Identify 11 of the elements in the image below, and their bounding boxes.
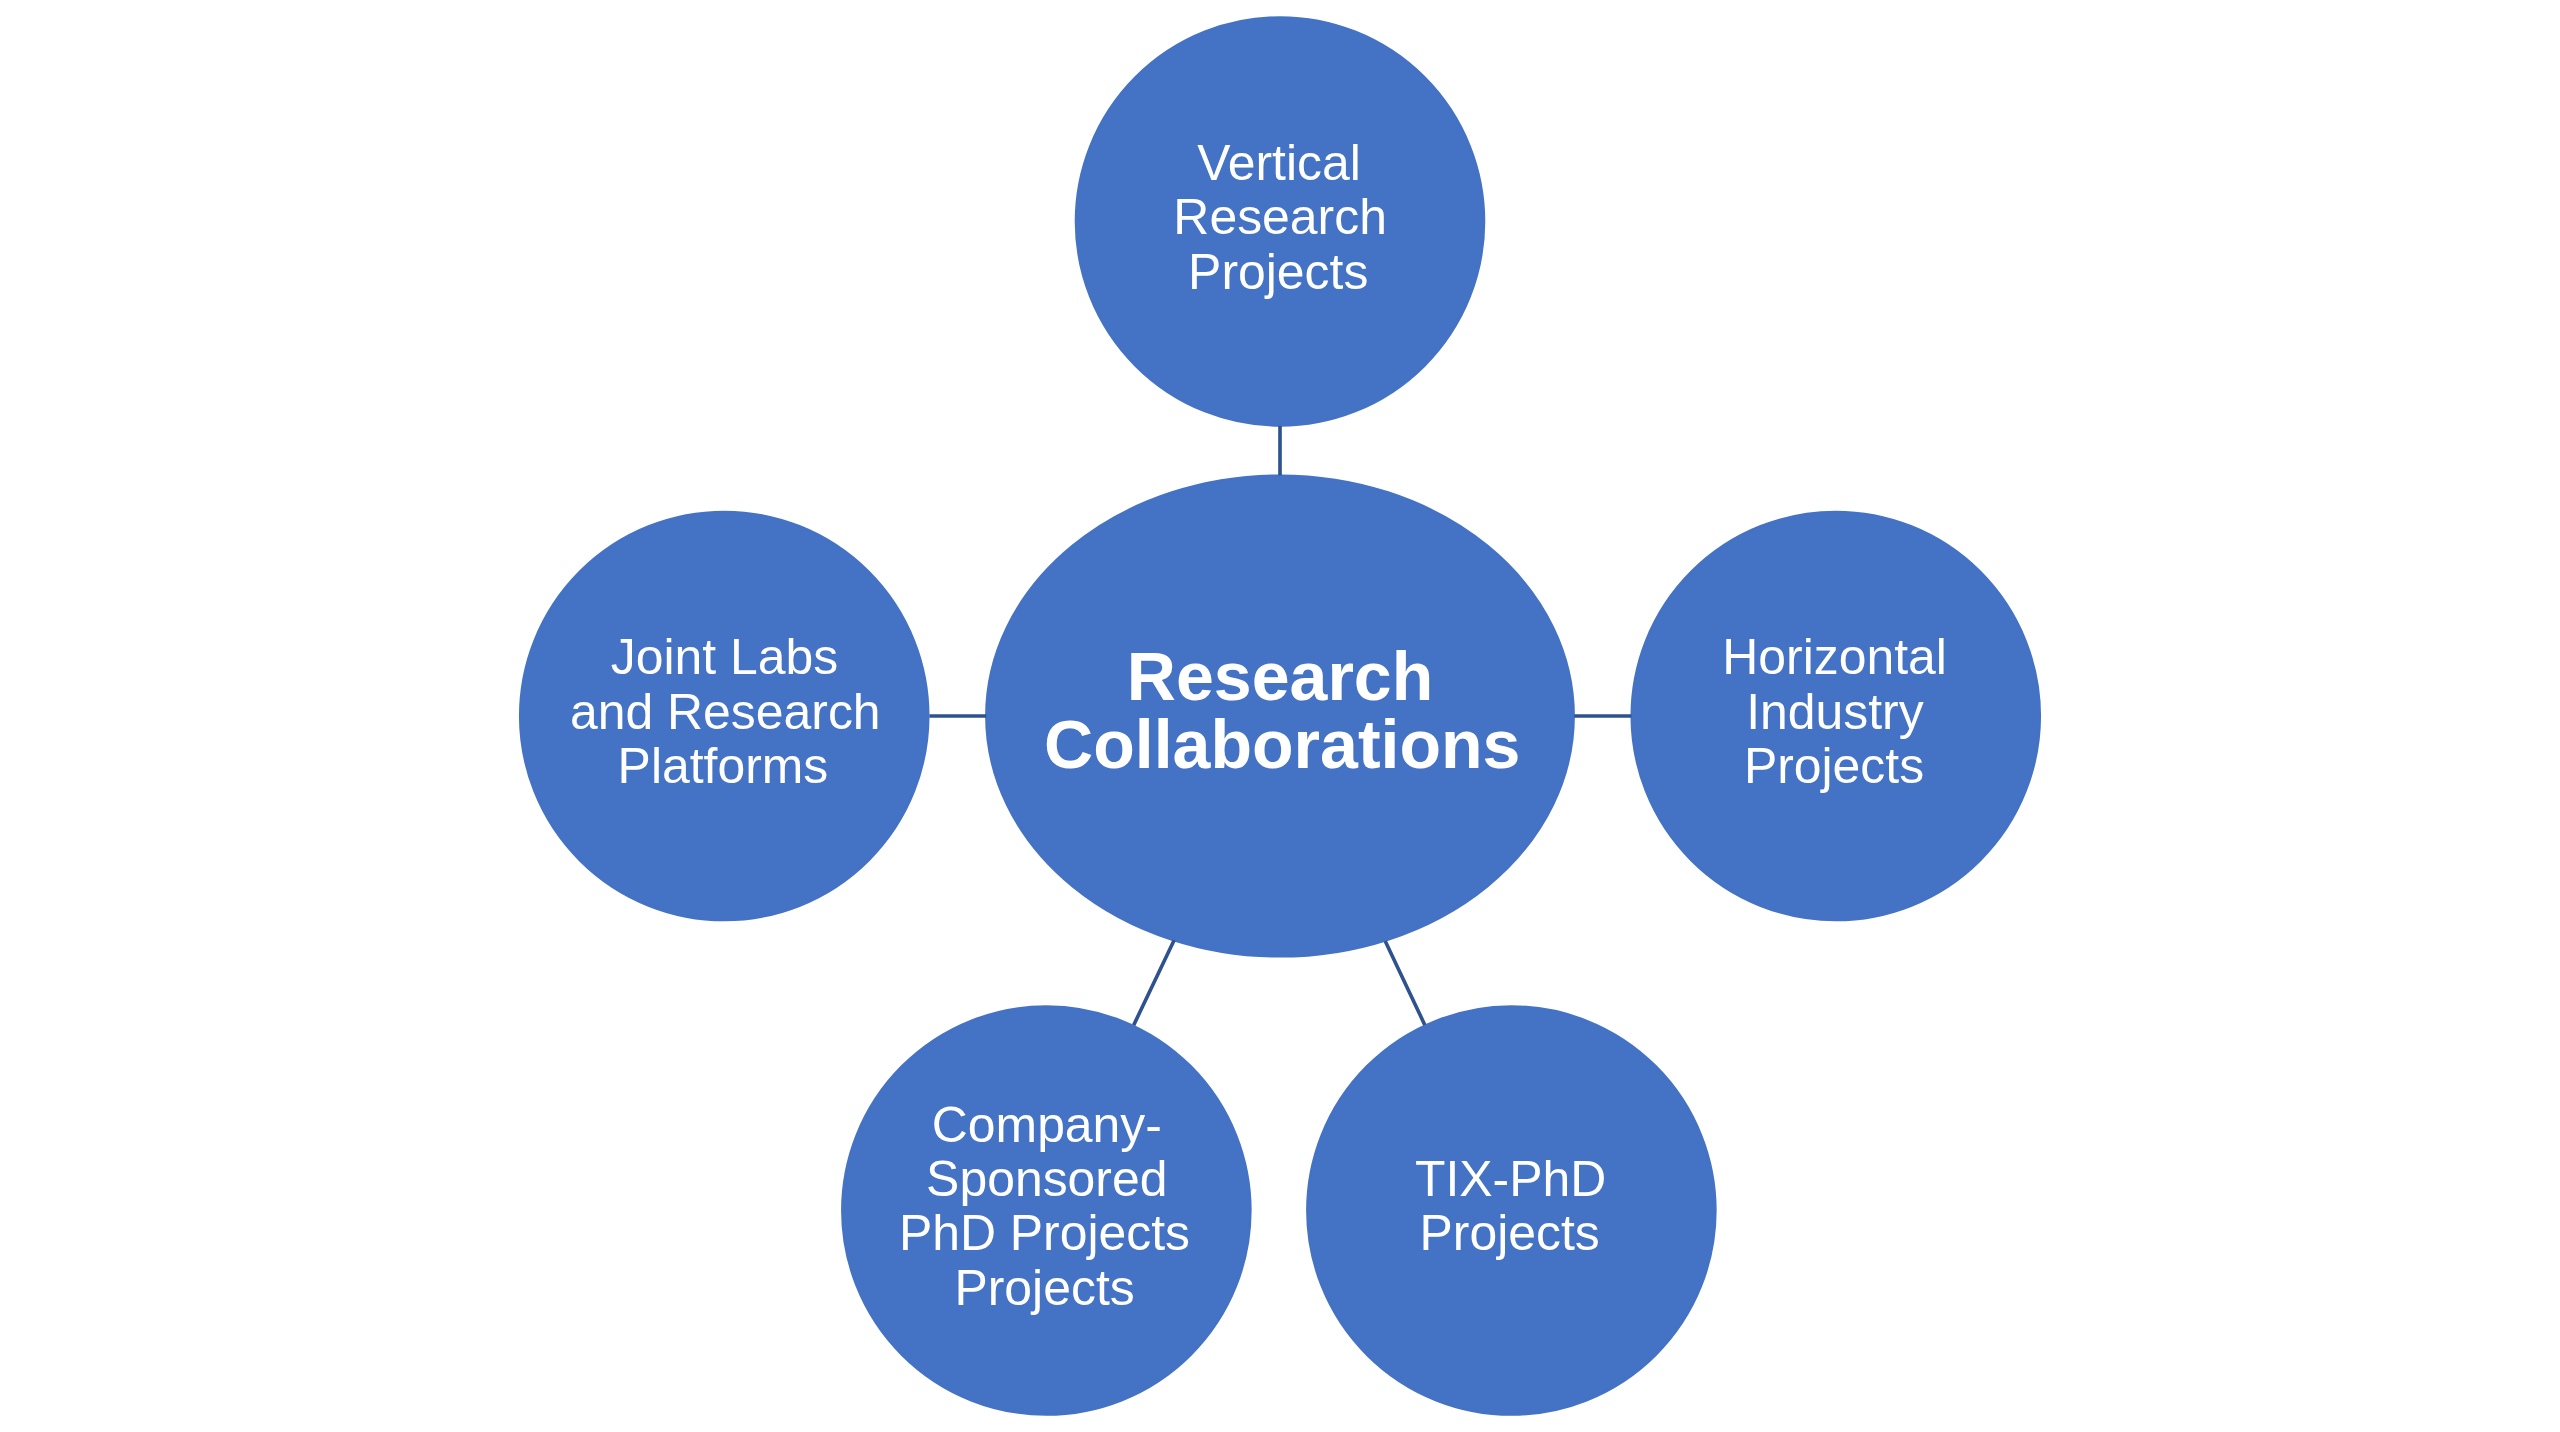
node-circle: TIX-PhD Projects — [1306, 1005, 1717, 1416]
node-circle: Horizontal Industry Projects — [1630, 510, 2042, 922]
connector — [1574, 714, 1632, 718]
node-circle: Vertical Research Projects — [1074, 16, 1486, 427]
node-ellipse: Research Collaborations — [985, 474, 1575, 958]
connector — [1278, 425, 1282, 476]
node-circle: Joint Labs and Research Platforms — [518, 510, 930, 922]
connector — [1383, 940, 1427, 1026]
connector — [929, 714, 987, 718]
connector — [1132, 939, 1176, 1026]
node-circle: Company-Sponsored PhD Projects Projects — [841, 1005, 1252, 1416]
